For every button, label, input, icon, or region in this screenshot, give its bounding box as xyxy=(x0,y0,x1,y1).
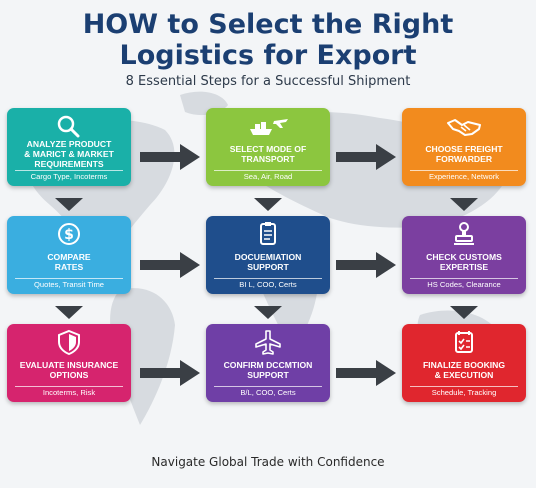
step-card-finalize-booking: FINALIZE BOOKING & EXECUTION Schedule, T… xyxy=(402,324,526,402)
step-detail: Sea, Air, Road xyxy=(243,172,293,181)
step-card-check-customs: CHECK CUSTOMS EXPERTISE HS Codes, Cleara… xyxy=(402,216,526,294)
svg-text:$: $ xyxy=(64,227,74,243)
divider xyxy=(410,386,518,387)
arrow-down-icon xyxy=(254,306,282,319)
checklist-icon xyxy=(449,329,479,355)
divider xyxy=(214,386,322,387)
step-card-select-mode: SELECT MODE OF TRANSPORT Sea, Air, Road xyxy=(206,108,330,186)
step-detail: Experience, Network xyxy=(428,172,500,181)
divider xyxy=(214,170,322,171)
shield-icon xyxy=(54,329,84,355)
step-card-analyze-product: ANALYZE PRODUCT & MARICT & MARKET REQUIR… xyxy=(7,108,131,186)
step-label: SELECT MODE OF TRANSPORT xyxy=(229,144,307,164)
step-detail: HS Codes, Clearance xyxy=(427,280,501,289)
dollar-icon: $ xyxy=(54,221,84,247)
arrow-right-icon xyxy=(336,143,396,171)
arrow-right-icon xyxy=(336,359,396,387)
page-subtitle: 8 Essential Steps for a Successful Shipm… xyxy=(125,74,411,89)
arrow-right-icon xyxy=(336,251,396,279)
step-label: COMPARE RATES xyxy=(47,252,91,272)
step-detail: Schedule, Tracking xyxy=(431,388,497,397)
ship-plane-icon xyxy=(246,113,290,139)
footer-tagline: Navigate Global Trade with Confidence xyxy=(151,455,385,469)
divider xyxy=(214,278,322,279)
step-detail: Incoterms, Risk xyxy=(42,388,96,397)
step-label: CHECK CUSTOMS EXPERTISE xyxy=(426,252,502,272)
divider xyxy=(15,386,123,387)
handshake-icon xyxy=(446,113,482,139)
step-label: FINALIZE BOOKING & EXECUTION xyxy=(422,360,506,380)
arrow-right-icon xyxy=(140,251,200,279)
step-label: EVALUATE INSURANCE OPTIONS xyxy=(19,360,119,380)
stamp-icon xyxy=(449,221,479,247)
arrow-down-icon xyxy=(450,198,478,211)
plane-icon xyxy=(253,329,283,355)
step-card-documentation-support: DOCUEMIATION SUPPORT BI L, COO, Certs xyxy=(206,216,330,294)
step-detail: Quotes, Transit Time xyxy=(33,280,105,289)
arrow-right-icon xyxy=(140,359,200,387)
divider xyxy=(15,170,123,171)
step-label: CONFIRM DCCMTION SUPPORT xyxy=(223,360,313,380)
step-detail: B/L, COO, Certs xyxy=(240,388,296,397)
arrow-down-icon xyxy=(450,306,478,319)
step-card-choose-freight: CHOOSE FREIGHT FORWARDER Experience, Net… xyxy=(402,108,526,186)
step-detail: BI L, COO, Certs xyxy=(239,280,297,289)
arrow-down-icon xyxy=(55,306,83,319)
arrow-down-icon xyxy=(55,198,83,211)
step-label: DOCUEMIATION SUPPORT xyxy=(234,252,302,272)
magnifier-icon xyxy=(54,113,84,139)
divider xyxy=(410,170,518,171)
step-card-confirm-documentation: CONFIRM DCCMTION SUPPORT B/L, COO, Certs xyxy=(206,324,330,402)
divider xyxy=(15,278,123,279)
divider xyxy=(410,278,518,279)
page-title-line-2: Logistics for Export xyxy=(119,40,417,71)
arrow-down-icon xyxy=(254,198,282,211)
step-card-compare-rates: $ COMPARE RATES Quotes, Transit Time xyxy=(7,216,131,294)
step-label: ANALYZE PRODUCT & MARICT & MARKET REQUIR… xyxy=(24,139,114,169)
arrow-right-icon xyxy=(140,143,200,171)
step-label: CHOOSE FREIGHT FORWARDER xyxy=(425,144,503,164)
clipboard-icon xyxy=(253,221,283,247)
step-detail: Cargo Type, Incoterms xyxy=(30,172,108,181)
page-title-line-1: HOW to Select the Right xyxy=(82,9,454,40)
step-card-evaluate-insurance: EVALUATE INSURANCE OPTIONS Incoterms, Ri… xyxy=(7,324,131,402)
